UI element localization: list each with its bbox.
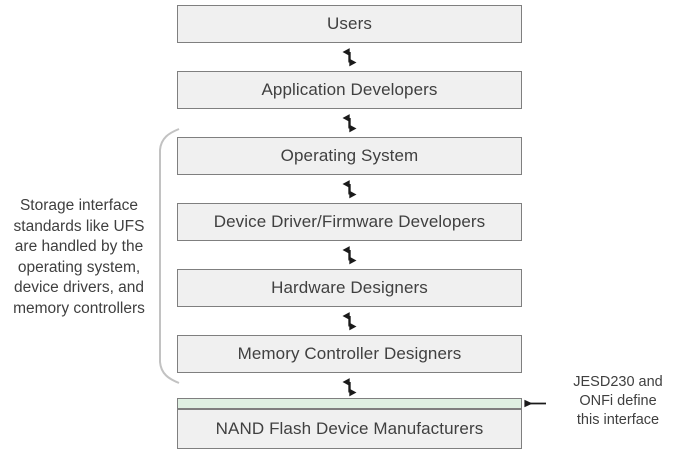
stack-box-memory-controller-designers[interactable]: Memory Controller Designers [177, 335, 522, 373]
stack-box-label: NAND Flash Device Manufacturers [215, 418, 484, 438]
stack-box-label: Device Driver/Firmware Developers [213, 211, 486, 231]
left-note-line: memory controllers [13, 299, 145, 317]
stack-box-nand-flash-device-manufacturers[interactable]: NAND Flash Device Manufacturers [177, 409, 522, 449]
stack-box-label: Operating System [280, 145, 419, 165]
scope-bracket [159, 128, 180, 384]
left-note-line: are handled by the [14, 238, 144, 255]
stack-box-hardware-designers[interactable]: Hardware Designers [177, 269, 522, 307]
stack-box-label: Application Developers [261, 79, 438, 99]
left-note-line: device drivers, and [13, 279, 145, 296]
stack-box-operating-system[interactable]: Operating System [177, 137, 522, 175]
stack-box-label: Users [327, 13, 372, 33]
left-note-line: Storage interface [19, 197, 139, 214]
right-annotation-note: JESD230 and ONFi define this interface [548, 373, 688, 430]
stack-box-device-driver-firmware-developers[interactable]: Device Driver/Firmware Developers [177, 203, 522, 241]
stack-box-application-developers[interactable]: Application Developers [177, 71, 522, 109]
nand-interface-strip[interactable] [177, 398, 522, 409]
left-annotation-note: Storage interface standards like UFS are… [2, 196, 156, 319]
stack-box-label: Memory Controller Designers [237, 343, 462, 363]
stack-box-label: Hardware Designers [271, 277, 428, 297]
left-note-line: standards like UFS [13, 217, 145, 235]
right-note-line: JESD230 and [573, 374, 663, 390]
left-note-line: operating system, [17, 258, 141, 276]
right-note-line: this interface [576, 412, 660, 428]
stack-box-users[interactable]: Users [177, 5, 522, 43]
right-note-line: ONFi define [579, 393, 657, 409]
